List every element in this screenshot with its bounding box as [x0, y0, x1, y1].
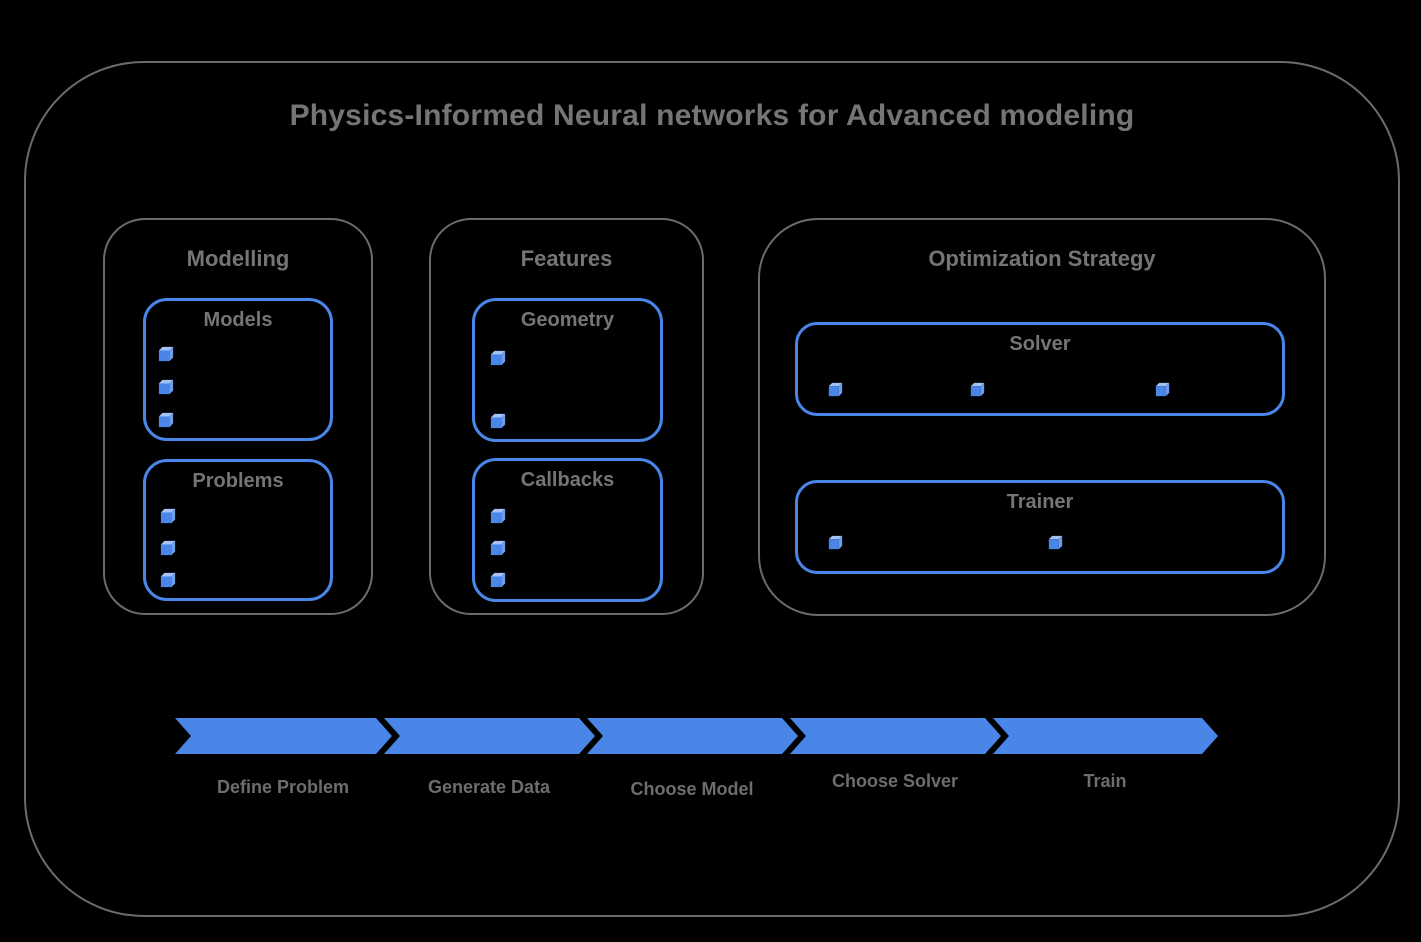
group-solver-title: Solver	[1009, 333, 1071, 355]
geometry-bullet-list	[490, 350, 506, 429]
group-callbacks: Callbacks	[472, 458, 663, 602]
diagram-title: Physics-Informed Neural networks for Adv…	[289, 99, 1135, 132]
cube-bullet-icon	[158, 346, 174, 362]
chevron-arrow-icon	[384, 718, 595, 754]
cube-bullet-icon	[490, 350, 506, 366]
flow-step-label: Choose Model	[630, 779, 754, 799]
flow-step-label: Generate Data	[427, 777, 551, 797]
models-bullet-list	[158, 346, 174, 428]
section-features-title: Features	[520, 246, 613, 271]
cube-bullet-icon	[490, 508, 506, 524]
chevron-arrow-icon	[790, 718, 1001, 754]
trainer-bullet-list	[798, 483, 1282, 571]
cube-bullet-icon	[1155, 382, 1170, 397]
cube-bullet-icon	[160, 572, 176, 588]
cube-bullet-icon	[490, 540, 506, 556]
flow-step-label: Train	[1083, 771, 1127, 791]
cube-bullet-icon	[828, 535, 843, 550]
group-models-title: Models	[203, 309, 273, 331]
group-geometry: Geometry	[472, 298, 663, 442]
group-models: Models	[143, 298, 333, 441]
cube-bullet-icon	[158, 379, 174, 395]
section-optimization-strategy: Optimization Strategy Solver Trainer	[758, 218, 1326, 616]
problems-bullet-list	[160, 508, 176, 588]
cube-bullet-icon	[970, 382, 985, 397]
flow-step-label: Choose Solver	[831, 771, 959, 791]
cube-bullet-icon	[1048, 535, 1063, 550]
chevron-arrow-icon	[587, 718, 798, 754]
diagram-outer-frame	[24, 61, 1400, 917]
solver-bullet-list	[798, 325, 1282, 413]
cube-bullet-icon	[160, 508, 176, 524]
chevron-arrow-icon	[993, 718, 1218, 754]
cube-bullet-icon	[490, 413, 506, 429]
group-problems: Problems	[143, 459, 333, 601]
section-features: Features Geometry Callbacks	[429, 218, 704, 615]
group-trainer: Trainer	[795, 480, 1285, 574]
cube-bullet-icon	[828, 382, 843, 397]
flow-step-label: Define Problem	[216, 777, 350, 797]
cube-bullet-icon	[490, 572, 506, 588]
chevron-arrow-icon	[175, 718, 392, 754]
section-modelling: Modelling Models Problems	[103, 218, 373, 615]
group-solver: Solver	[795, 322, 1285, 416]
cube-bullet-icon	[158, 412, 174, 428]
group-geometry-title: Geometry	[520, 309, 615, 331]
section-modelling-title: Modelling	[186, 246, 290, 271]
group-trainer-title: Trainer	[1006, 491, 1074, 513]
group-problems-title: Problems	[192, 470, 284, 492]
callbacks-bullet-list	[490, 508, 506, 588]
section-optimization-strategy-title: Optimization Strategy	[928, 246, 1156, 271]
group-callbacks-title: Callbacks	[520, 469, 615, 491]
cube-bullet-icon	[160, 540, 176, 556]
